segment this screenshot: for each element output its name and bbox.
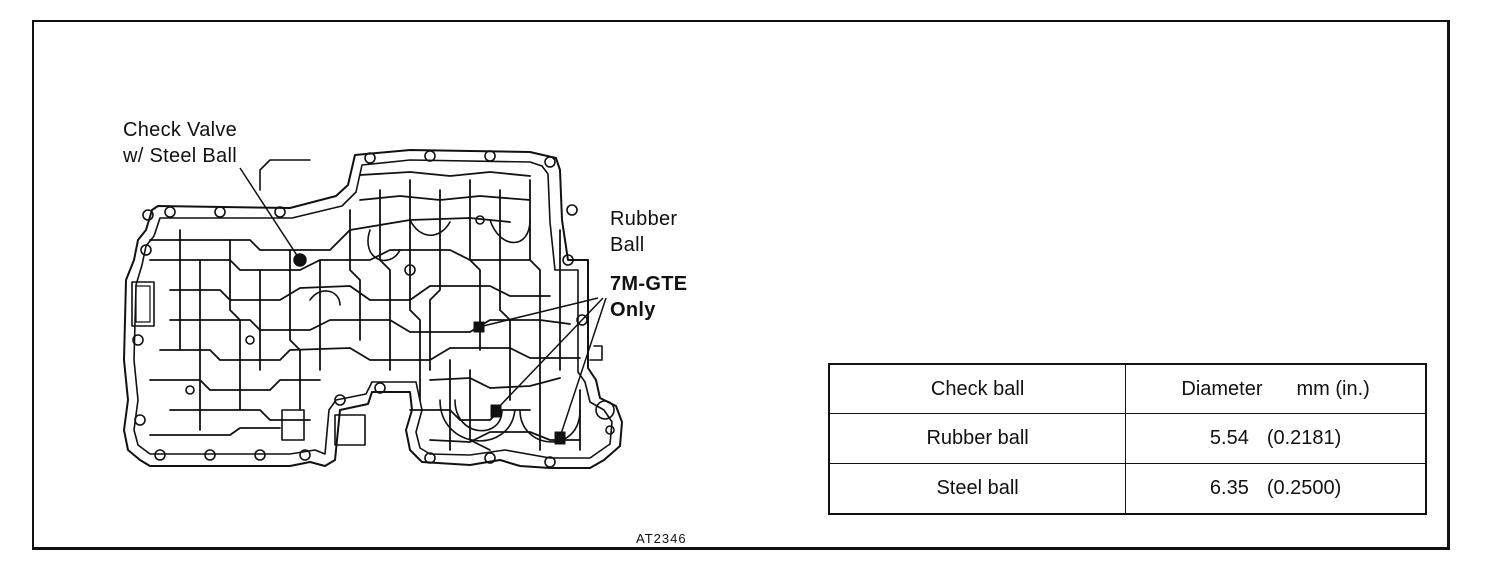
row-steel-ball-diameter: 6.35 (0.2500) <box>1125 463 1427 515</box>
rubber-ball-7mgte-marker-2 <box>554 431 566 445</box>
table-header-row: Check ball Diameter mm (in.) <box>828 363 1427 414</box>
row-rubber-ball-diameter: 5.54 (0.2181) <box>1125 413 1427 464</box>
rubber-ball-label-line1: Rubber <box>610 208 678 230</box>
rubber-ball-in: (0.2181) <box>1266 427 1342 449</box>
steel-ball-in: (0.2500) <box>1266 477 1342 499</box>
engine-label-line2: Only <box>610 299 656 321</box>
row-steel-ball-item: Steel ball <box>828 463 1127 515</box>
rubber-ball-mm: 5.54 <box>1209 427 1249 449</box>
header-unit-label: mm (in.) <box>1296 377 1370 400</box>
table-row: Rubber ball 5.54 (0.2181) <box>828 413 1427 464</box>
rubber-ball-leader <box>478 297 599 328</box>
engine-label-line1: 7M-GTE <box>610 273 688 295</box>
figure-reference: AT2346 <box>636 531 687 546</box>
rubber-ball-label-line2: Ball <box>610 234 645 256</box>
7mgte-leader-2 <box>559 297 607 438</box>
figure-frame <box>32 20 1450 550</box>
valve-body-inner-outline <box>133 159 613 459</box>
rubber-ball-7mgte-marker-1 <box>490 404 502 418</box>
table-row: Steel ball 6.35 (0.2500) <box>828 463 1427 515</box>
check-valve-label-line2: w/ Steel Ball <box>123 145 237 167</box>
7mgte-leader-1 <box>495 297 604 411</box>
steel-ball-mm: 6.35 <box>1209 477 1249 499</box>
check-valve-label-line1: Check Valve <box>123 119 238 141</box>
check-ball-spec-table: Check ball Diameter mm (in.) Rubber ball … <box>828 363 1427 515</box>
check-valve-leader <box>239 167 301 261</box>
row-rubber-ball-item: Rubber ball <box>828 413 1127 464</box>
header-diameter: Diameter mm (in.) <box>1125 363 1427 414</box>
header-check-ball: Check ball <box>828 363 1127 414</box>
header-diameter-label: Diameter <box>1181 377 1263 400</box>
